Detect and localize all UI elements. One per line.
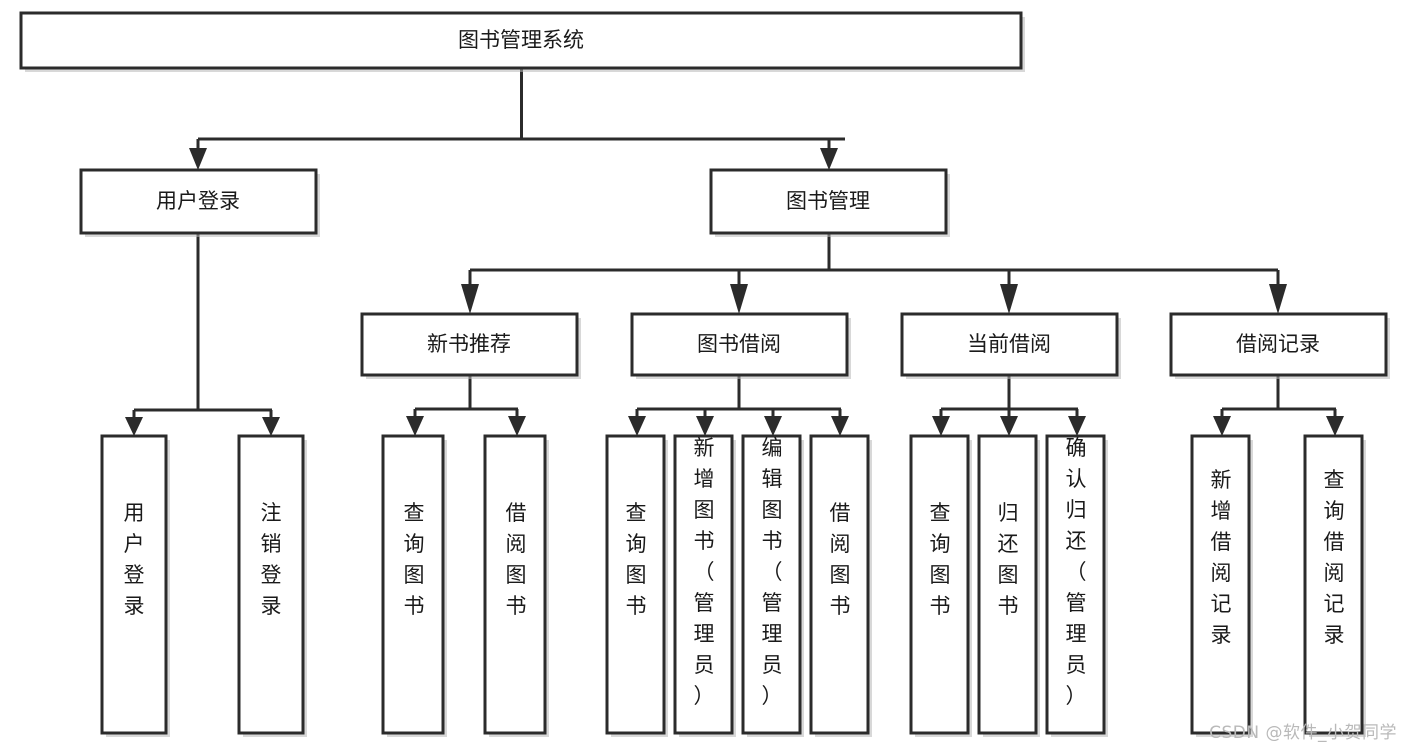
arrow-root-to-book-manage <box>820 148 838 170</box>
arrow-bb-child-3 <box>831 416 849 436</box>
leaf-query-record-label: 查询借阅记录 <box>1324 468 1345 647</box>
node-user-login[interactable]: 用户登录 <box>79 168 320 237</box>
node-borrow-record-label: 借阅记录 <box>1236 332 1320 356</box>
arrow-newbook-child-0 <box>406 416 424 436</box>
arrow-bm-child-2 <box>1000 284 1018 314</box>
leaf-edit-book-box <box>741 434 802 735</box>
leaf-query-record[interactable]: 查询借阅记录 <box>1303 434 1366 737</box>
leaf-user-login-box <box>100 434 168 735</box>
leaf-edit-book-label: 编辑图书（管理员） <box>762 436 783 708</box>
leaf-query-book-2[interactable]: 查询图书 <box>605 434 668 737</box>
node-book-manage[interactable]: 图书管理 <box>709 168 950 237</box>
arrow-newbook-child-1 <box>508 416 526 436</box>
node-root-box <box>19 11 1023 70</box>
leaf-query-book-2-box <box>605 434 666 735</box>
leaf-borrow-book-1-box <box>483 434 547 735</box>
arrow-br-child-1 <box>1326 416 1344 436</box>
connector-layer <box>125 68 1344 436</box>
arrow-bm-child-0 <box>461 284 479 314</box>
arrow-bb-child-0 <box>628 416 646 436</box>
node-user-login-label: 用户登录 <box>156 189 240 213</box>
leaf-query-book-1-box <box>381 434 445 735</box>
leaf-confirm-return[interactable]: 确认归还（管理员） <box>1045 434 1108 737</box>
arrow-root-to-user-login <box>189 148 207 170</box>
arrow-cb-child-1 <box>1000 416 1018 436</box>
leaf-logout-box <box>237 434 305 735</box>
node-new-book-rec[interactable]: 新书推荐 <box>360 312 581 379</box>
leaf-add-book[interactable]: 新增图书（管理员） <box>673 434 736 737</box>
node-current-borrow-box <box>900 312 1119 377</box>
node-borrow-record[interactable]: 借阅记录 <box>1169 312 1390 379</box>
arrow-cb-child-0 <box>932 416 950 436</box>
leaf-borrow-book-2[interactable]: 借阅图书 <box>809 434 872 737</box>
leaf-add-record[interactable]: 新增借阅记录 <box>1190 434 1253 737</box>
node-book-borrow-box <box>630 312 849 377</box>
leaf-query-book-3[interactable]: 查询图书 <box>909 434 972 737</box>
leaf-return-book[interactable]: 归还图书 <box>977 434 1040 737</box>
leaf-edit-book[interactable]: 编辑图书（管理员） <box>741 434 804 737</box>
leaf-confirm-return-box <box>1045 434 1106 735</box>
leaf-query-book-1[interactable]: 查询图书 <box>381 434 447 737</box>
leaf-user-login[interactable]: 用户登录 <box>100 434 170 737</box>
leaf-add-record-label: 新增借阅记录 <box>1211 468 1232 647</box>
arrow-br-child-0 <box>1213 416 1231 436</box>
leaf-query-record-box <box>1303 434 1364 735</box>
leaf-query-book-2-label: 查询图书 <box>626 501 647 618</box>
leaf-add-book-box <box>673 434 734 735</box>
leaf-borrow-book-1[interactable]: 借阅图书 <box>483 434 549 737</box>
arrow-bb-child-2 <box>764 416 782 436</box>
leaf-return-book-label: 归还图书 <box>998 501 1019 618</box>
node-current-borrow-label: 当前借阅 <box>967 332 1051 356</box>
node-new-book-rec-label: 新书推荐 <box>427 332 511 356</box>
leaf-logout-label: 注销登录 <box>261 501 282 618</box>
node-borrow-record-box <box>1169 312 1388 377</box>
leaf-query-book-1-label: 查询图书 <box>404 501 425 618</box>
leaf-borrow-book-2-box <box>809 434 870 735</box>
leaf-query-book-3-label: 查询图书 <box>930 501 951 618</box>
arrow-user-login-child-0 <box>125 417 143 436</box>
leaf-query-book-3-box <box>909 434 970 735</box>
leaf-borrow-book-2-label: 借阅图书 <box>830 501 851 618</box>
node-root[interactable]: 图书管理系统 <box>19 11 1025 72</box>
leaf-borrow-book-1-label: 借阅图书 <box>506 501 527 618</box>
node-current-borrow[interactable]: 当前借阅 <box>900 312 1121 379</box>
node-book-borrow[interactable]: 图书借阅 <box>630 312 851 379</box>
leaf-add-record-box <box>1190 434 1251 735</box>
leaf-logout[interactable]: 注销登录 <box>237 434 307 737</box>
leaf-return-book-box <box>977 434 1038 735</box>
node-book-manage-box <box>709 168 948 235</box>
arrow-bb-child-1 <box>696 416 714 436</box>
node-book-borrow-label: 图书借阅 <box>697 332 781 356</box>
leaf-user-login-label: 用户登录 <box>124 501 145 618</box>
node-new-book-rec-box <box>360 312 579 377</box>
node-book-manage-label: 图书管理 <box>786 189 870 213</box>
leaf-confirm-return-label: 确认归还（管理员） <box>1066 436 1087 708</box>
arrow-bm-child-3 <box>1269 284 1287 314</box>
arrow-bm-child-1 <box>730 284 748 314</box>
node-user-login-box <box>79 168 318 235</box>
arrow-cb-child-2 <box>1068 416 1086 436</box>
node-root-label: 图书管理系统 <box>458 28 584 52</box>
arrow-user-login-child-1 <box>262 417 280 436</box>
leaf-add-book-label: 新增图书（管理员） <box>694 436 715 708</box>
